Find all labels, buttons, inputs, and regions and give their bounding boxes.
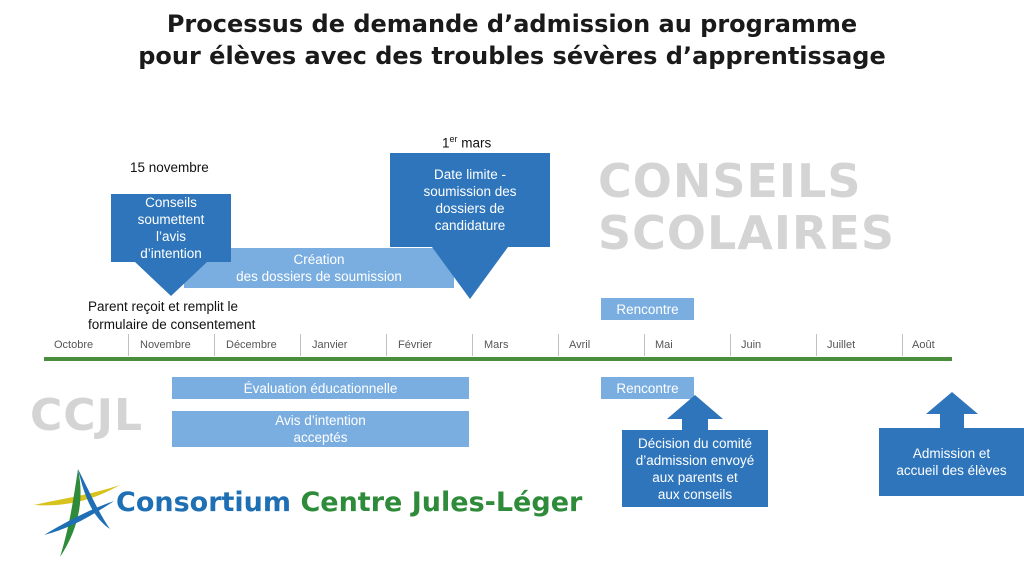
- creation-line-2: des dossiers de soumission: [236, 269, 402, 284]
- consortium-logo-text: Consortium Centre Jules-Léger: [116, 487, 582, 518]
- conseils-avis-line-2: soumettent: [137, 212, 205, 227]
- evaluation-educationnelle-box: Évaluation éducationnelle: [172, 377, 469, 399]
- tick-1: [128, 334, 129, 356]
- conseils-avis-line-4: d’intention: [140, 246, 202, 261]
- page-title: Processus de demande d’admission au prog…: [0, 8, 1024, 72]
- date-limite-line-1: Date limite -: [433, 167, 506, 182]
- month-novembre: Novembre: [140, 339, 191, 351]
- admission-line-2: accueil des élèves: [896, 463, 1007, 478]
- date-1er-mars: 1er mars: [442, 130, 491, 153]
- tick-2: [214, 334, 215, 356]
- conseils-avis-line-3: l’avis: [155, 229, 186, 244]
- parent-consentement-text: Parent reçoit et remplit le formulaire d…: [88, 298, 255, 334]
- month-decembre: Décembre: [226, 339, 277, 351]
- decision-arrow-icon: [667, 395, 723, 419]
- conseils-line-1: CONSEILS: [598, 154, 862, 208]
- tick-10: [902, 334, 903, 356]
- decision-line-2: d’admission envoyé: [635, 452, 755, 468]
- avis-intention-acceptes-box: Avis d’intention acceptés: [172, 411, 469, 447]
- date-limite-box: Date limite - soumission des dossiers de…: [390, 153, 550, 247]
- decision-line-4: aux conseils: [657, 486, 733, 502]
- timeline-line: [44, 357, 952, 361]
- parent-line-2: formulaire de consentement: [88, 317, 256, 332]
- date-limite-arrow-icon: [432, 247, 508, 299]
- avis-acceptes-line-2: acceptés: [293, 430, 348, 445]
- month-octobre: Octobre: [54, 339, 94, 351]
- date-15-novembre: 15 novembre: [130, 160, 209, 175]
- decision-comite-box: Décision du comité d’admission envoyé au…: [622, 430, 768, 507]
- admission-arrow-icon: [926, 392, 978, 414]
- date-mars-superscript: er: [449, 134, 458, 144]
- date-mars-number: 1: [442, 135, 450, 151]
- consortium-logo-icon: [34, 469, 120, 557]
- month-juillet: Juillet: [827, 339, 856, 351]
- tick-5: [472, 334, 473, 356]
- date-limite-line-4: candidature: [434, 218, 506, 233]
- rencontre-conseils-box: Rencontre: [601, 298, 694, 320]
- avis-acceptes-line-1: Avis d’intention: [275, 413, 366, 428]
- conseils-line-2: SCOLAIRES: [598, 206, 895, 260]
- rencontre-ccjl-box: Rencontre: [601, 377, 694, 399]
- creation-dossiers-box: Création des dossiers de soumission: [184, 248, 454, 288]
- admission-accueil-box: Admission et accueil des élèves: [879, 428, 1024, 496]
- conseils-avis-box: Conseils soumettent l’avis d’intention: [111, 194, 231, 262]
- month-aout: Août: [912, 339, 935, 351]
- tick-6: [558, 334, 559, 356]
- tick-3: [300, 334, 301, 356]
- logo-word-centre: Centre Jules-Léger: [300, 487, 583, 518]
- date-mars-text: mars: [457, 135, 492, 151]
- month-janvier: Janvier: [312, 339, 348, 351]
- conseils-scolaires-label: CONSEILS SCOLAIRES: [598, 158, 895, 256]
- tick-8: [730, 334, 731, 356]
- tick-4: [386, 334, 387, 356]
- decision-arrow-stem: [682, 418, 708, 432]
- parent-line-1: Parent reçoit et remplit le: [88, 299, 239, 314]
- logo-word-consortium: Consortium: [116, 487, 292, 518]
- tick-9: [816, 334, 817, 356]
- admission-arrow-stem: [940, 413, 964, 429]
- conseils-avis-arrow-icon: [135, 262, 207, 296]
- title-line-1: Processus de demande d’admission au prog…: [166, 10, 858, 38]
- date-limite-line-3: dossiers de: [435, 201, 505, 216]
- month-mai: Mai: [655, 339, 673, 351]
- ccjl-label: CCJL: [30, 390, 143, 441]
- decision-line-3: aux parents et: [652, 469, 738, 485]
- month-mars: Mars: [484, 339, 509, 351]
- month-juin: Juin: [741, 339, 762, 351]
- title-line-2: pour élèves avec des troubles sévères d’…: [138, 42, 886, 70]
- decision-line-1: Décision du comité: [637, 435, 753, 451]
- conseils-avis-line-1: Conseils: [145, 195, 197, 210]
- date-limite-line-2: soumission des: [423, 184, 517, 199]
- admission-line-1: Admission et: [912, 446, 991, 461]
- tick-7: [644, 334, 645, 356]
- month-avril: Avril: [569, 339, 591, 351]
- month-fevrier: Février: [398, 339, 433, 351]
- creation-line-1: Création: [293, 252, 345, 267]
